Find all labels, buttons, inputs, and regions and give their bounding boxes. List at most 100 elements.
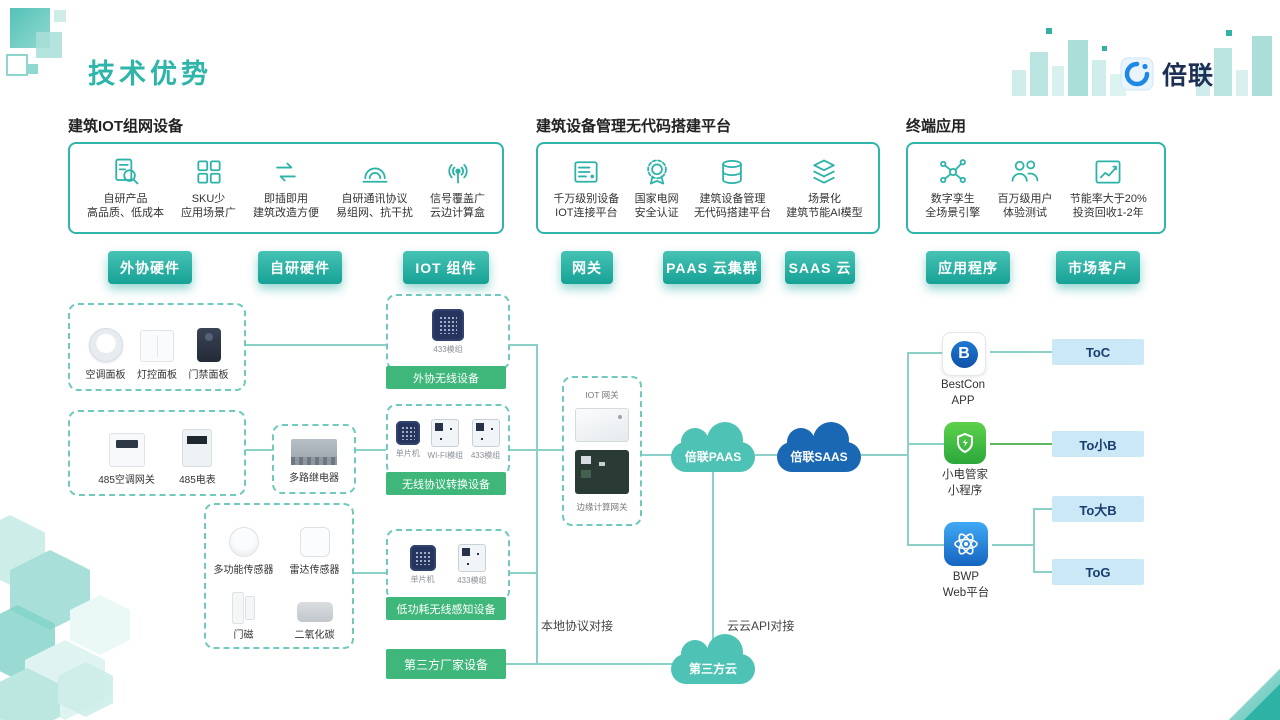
self-developed-product-icon	[114, 158, 138, 185]
feature-security-cert: 国家电网 安全认证	[635, 156, 679, 221]
bestcon-app-label: BestCon APP	[918, 378, 1008, 409]
device-label: 多路继电器	[289, 473, 339, 484]
feature-line1: 节能率大于20%	[1069, 192, 1147, 205]
app-label-line1: BestCon	[940, 379, 986, 391]
iot-component-433-module: 433模组	[386, 294, 510, 370]
device-radar-sensor: 雷达传感器	[279, 511, 350, 576]
pill-iot-components: IOT 组件	[403, 251, 489, 284]
feature-line2: 云边计算盒	[430, 207, 485, 219]
pill-label: SAAS 云	[788, 259, 852, 276]
connector	[907, 443, 945, 445]
bestcon-letter: B	[950, 340, 978, 368]
connector	[907, 352, 909, 545]
chip-mcu: 单片机	[395, 421, 420, 459]
chip-caption: 433模组	[457, 576, 487, 585]
feature-million-users: 百万级用户 体验测试	[997, 156, 1052, 221]
feature-line1: 即插即用	[264, 192, 308, 205]
market-toc: ToC	[1052, 339, 1144, 365]
mini-program-label: 小电管家 小程序	[920, 468, 1010, 499]
bwp-web-label: BWP Web平台	[921, 570, 1011, 601]
chip-image	[409, 545, 436, 571]
heading-platform: 建筑设备管理无代码搭建平台	[536, 118, 732, 135]
chip-image	[395, 421, 420, 445]
feature-self-developed-product: 自研产品 高品质、低成本	[87, 156, 164, 221]
chip-caption: 单片机	[410, 575, 435, 584]
tag-protocol-convert: 无线协议转换设备	[386, 472, 506, 495]
tag-third-party-devices: 第三方厂家设备	[386, 649, 506, 679]
device-label: 多功能传感器	[213, 565, 274, 576]
cloud-label: 倍联PAAS	[684, 450, 742, 464]
app-label-line2: APP	[951, 394, 975, 407]
feature-line2: 建筑改造方便	[253, 207, 319, 219]
iot-component-protocol-convert: 单片机 WI-FI模组 433模组	[386, 404, 510, 476]
connector	[755, 454, 778, 456]
market-label: To大B	[1079, 502, 1117, 518]
chip-image	[432, 309, 464, 341]
connector	[506, 663, 672, 665]
device-group-sensors: 多功能传感器 雷达传感器 门磁 二氧化碳	[204, 503, 354, 649]
feature-line1: 场景化	[807, 192, 841, 205]
feature-line2: 高品质、低成本	[87, 207, 164, 219]
access-panel-image	[196, 328, 221, 362]
market-label: To小B	[1079, 437, 1117, 453]
brand-logo-icon	[1120, 57, 1154, 91]
iot-connect-platform-icon	[574, 161, 598, 183]
co2-sensor-image	[296, 602, 333, 622]
pill-label: 市场客户	[1068, 259, 1128, 276]
ac-panel-image	[88, 328, 123, 362]
connector	[990, 443, 1052, 445]
feature-line2: 建筑节能AI模型	[786, 207, 863, 219]
connector	[536, 344, 538, 664]
device-label: 雷达传感器	[289, 565, 340, 576]
device-label: 485空调网关	[98, 475, 155, 486]
connector	[1033, 508, 1052, 510]
device-group-panels: 空调面板 灯控面板 门禁面板	[68, 303, 246, 391]
tag-label: 低功耗无线感知设备	[396, 603, 496, 616]
cloud-label: 倍联SAAS	[790, 450, 848, 464]
feature-line2: 应用场景广	[181, 207, 236, 219]
third-party-cloud: 第三方云	[671, 634, 755, 684]
feature-line2: 投资回收1-2年	[1072, 207, 1144, 219]
chip-433-module: 433模组	[457, 544, 486, 586]
market-label: ToC	[1085, 344, 1111, 360]
device-co2-sensor: 二氧化碳	[279, 576, 350, 641]
relay-image	[291, 439, 337, 465]
protocol-antenna-icon	[362, 167, 387, 183]
connector	[638, 454, 672, 456]
note-local-protocol: 本地协议对接	[541, 619, 614, 633]
chip-433-module: 433模组	[432, 309, 464, 355]
feature-plug-and-play: 即插即用 建筑改造方便	[253, 156, 319, 221]
pill-label: 自研硬件	[270, 259, 330, 276]
light-panel-image	[140, 330, 174, 362]
feature-line1: 国家电网	[634, 192, 679, 205]
device-label: 门磁	[233, 630, 254, 641]
device-access-panel: 门禁面板	[189, 328, 229, 381]
bestcon-app-icon: B	[942, 332, 986, 376]
nocode-database-icon	[722, 159, 743, 184]
device-label: 485电表	[179, 475, 216, 486]
feature-digital-twin: 数字孪生 全场景引擎	[925, 156, 980, 221]
chip-image	[471, 419, 500, 447]
connector	[242, 344, 386, 346]
meter-image	[182, 429, 213, 467]
tag-low-power-sensing: 低功耗无线感知设备	[386, 597, 506, 620]
pill-self-developed-hardware: 自研硬件	[258, 251, 342, 284]
chip-wifi-module: WI-FI模组	[428, 419, 463, 461]
shield-icon	[957, 432, 973, 454]
chip-image	[431, 419, 460, 447]
market-tog: ToG	[1052, 559, 1144, 585]
sku-grid-icon	[196, 160, 221, 184]
ac-gateway-image	[108, 433, 145, 467]
connector	[1033, 571, 1052, 573]
tag-label: 无线协议转换设备	[402, 478, 490, 491]
cloud-label: 第三方云	[688, 662, 737, 676]
pill-applications: 应用程序	[926, 251, 1010, 284]
gateway-top-label: IOT 网关	[585, 390, 619, 401]
security-cert-icon	[646, 159, 667, 185]
energy-saving-icon	[1095, 160, 1121, 184]
pill-external-hardware: 外协硬件	[108, 251, 192, 284]
gateway-bottom-label: 边缘计算网关	[576, 501, 628, 512]
feature-line2: IOT连接平台	[555, 207, 618, 219]
feature-line2: 安全认证	[634, 207, 679, 219]
device-multifunction-sensor: 多功能传感器	[208, 511, 279, 576]
